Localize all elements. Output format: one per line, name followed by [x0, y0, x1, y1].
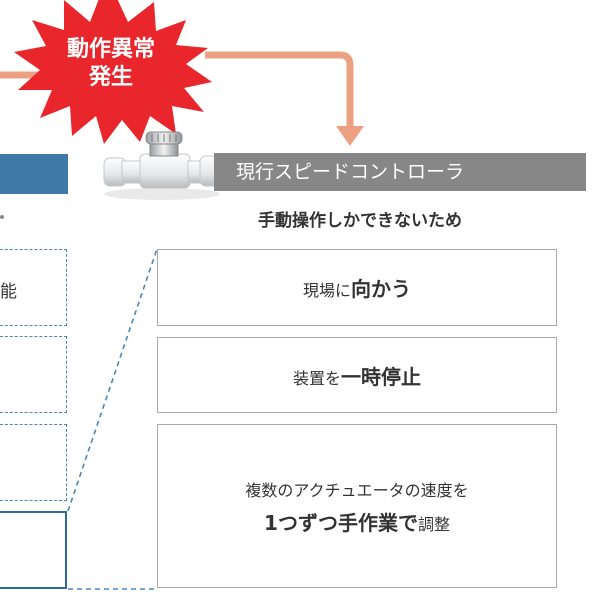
step-emphasis: 一時停止 [341, 365, 421, 389]
step-text: 現場に [303, 281, 351, 300]
speed-controller-valve-icon [100, 128, 225, 203]
left-panel-box-highlighted [0, 511, 67, 589]
step-emphasis: 向かう [351, 277, 411, 301]
step-text: 装置を [293, 369, 341, 388]
step-pause-equipment: 装置を一時停止 [157, 337, 557, 413]
error-burst-line2: 発生 [56, 64, 166, 92]
reason-subtitle: 手動操作しかできないため [160, 206, 560, 231]
error-burst-label: 動作異常 発生 [56, 36, 166, 92]
left-panel-partial-text: 能 [0, 277, 17, 302]
left-panel-dot [0, 215, 4, 219]
step-manual-adjust: 複数のアクチュエータの速度を 1つずつ手作業で調整 [157, 424, 557, 588]
step-emphasis: 1つずつ手作業で [264, 511, 418, 535]
step-text: 複数のアクチュエータの速度を [245, 477, 468, 501]
step-go-to-site: 現場に向かう [157, 249, 557, 326]
left-panel-box [0, 424, 67, 501]
left-panel-box [0, 336, 67, 413]
step-text: 調整 [418, 515, 450, 534]
current-controller-header: 現行スピードコントローラ [214, 153, 586, 191]
left-panel-header [0, 154, 68, 194]
error-burst-line1: 動作異常 [56, 36, 166, 64]
